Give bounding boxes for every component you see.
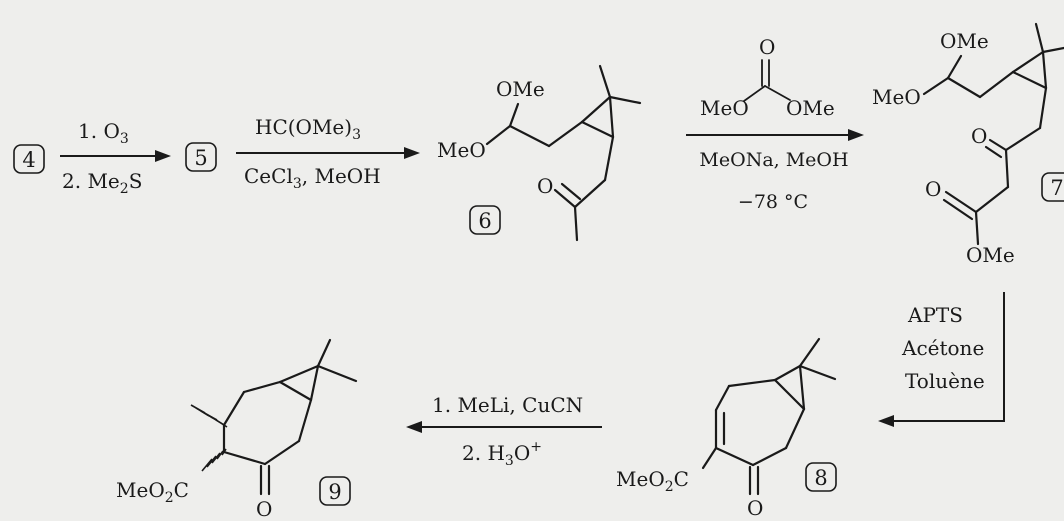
compound-6-structure: OMe MeO O 6: [437, 64, 642, 242]
arrow-2-condition-1: HC(OMe)3: [255, 115, 361, 143]
reaction-arrow-2: HC(OMe)3 CeCl3, MeOH: [236, 115, 420, 192]
compound-8-number: 8: [814, 466, 827, 490]
reaction-arrow-1: 1. O3 2. Me2S: [60, 119, 171, 197]
compound-9-hashed-ester: [201, 448, 227, 472]
reaction-arrow-3: O MeO OMe MeONa, MeOH −78 °C: [686, 35, 864, 213]
arrow-4-condition-1: APTS: [907, 303, 963, 327]
arrow-1-condition-2: 2. Me2S: [62, 169, 142, 197]
compound-8-ester: MeO2C: [616, 467, 689, 495]
arrow-5-condition-2: 2. H3O+: [462, 439, 542, 469]
carbonate-ome: OMe: [786, 96, 835, 120]
reaction-arrow-4: APTS Acétone Toluène: [878, 292, 1005, 427]
compound-8-ketone-o: O: [747, 496, 763, 520]
compound-4-label: 4: [13, 144, 45, 174]
carbonate-meo: MeO: [700, 96, 749, 120]
compound-9-number: 9: [328, 480, 341, 504]
arrow-1-condition-1: 1. O3: [78, 119, 129, 147]
arrow-4-condition-3: Toluène: [905, 369, 985, 393]
compound-6-ketone-o: O: [537, 174, 553, 198]
arrow-4-condition-2: Acétone: [901, 336, 984, 360]
compound-8-structure: O MeO2C 8: [616, 337, 837, 520]
compound-5-label: 5: [185, 142, 217, 172]
compound-7-number: 7: [1050, 176, 1063, 200]
compound-7-meo-left: MeO: [872, 85, 921, 109]
compound-6-meo-left: MeO: [437, 138, 486, 162]
reaction-arrow-5: 1. MeLi, CuCN 2. H3O+: [406, 393, 602, 469]
compound-7-ome-bottom: OMe: [966, 243, 1015, 267]
compound-7-ome-top: OMe: [940, 29, 989, 53]
arrow-5-condition-1: 1. MeLi, CuCN: [432, 393, 583, 417]
arrow-3-condition-3: −78 °C: [738, 191, 808, 213]
compound-5-number: 5: [194, 146, 207, 170]
arrow-2-condition-2: CeCl3, MeOH: [244, 164, 381, 192]
compound-9-hashed-methyl: [190, 404, 228, 428]
arrow-3-condition-2: MeONa, MeOH: [699, 149, 848, 171]
compound-7-structure: OMe MeO O O OMe 7: [872, 22, 1064, 267]
compound-4-number: 4: [22, 148, 35, 172]
carbonate-carbonyl-o: O: [759, 35, 775, 59]
compound-6-number: 6: [478, 209, 491, 233]
compound-9-structure: O MeO2C 9: [116, 338, 358, 521]
compound-9-ester: MeO2C: [116, 478, 189, 506]
compound-9-ketone-o: O: [256, 497, 272, 521]
compound-6-ome-top: OMe: [496, 77, 545, 101]
compound-7-ester-o: O: [925, 177, 941, 201]
compound-7-ketone-o: O: [971, 124, 987, 148]
